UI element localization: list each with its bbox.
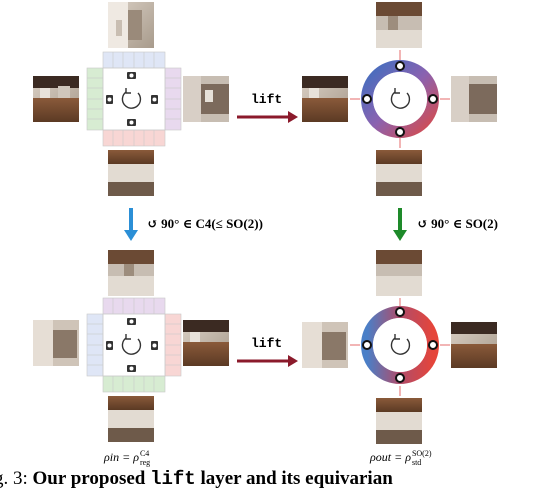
photo-bottom-left-north xyxy=(108,250,154,296)
top-right-cluster xyxy=(302,2,497,196)
photo-bottom-right-south xyxy=(376,398,422,444)
rotate-icon xyxy=(121,334,142,355)
rotate-icon xyxy=(121,88,142,109)
photo-top-right-west xyxy=(302,76,348,122)
photo-top-left-east xyxy=(183,76,229,122)
photo-bottom-right-north xyxy=(376,250,422,296)
rho-out-sub: std xyxy=(411,458,422,467)
c4-grid-top xyxy=(86,51,182,147)
camera-icon xyxy=(106,72,158,126)
photo-top-left-west xyxy=(33,76,79,122)
so2-ring-top xyxy=(350,50,450,148)
rho-out-main: ρout = ρ xyxy=(370,449,411,464)
caption-mono: lift xyxy=(150,468,196,490)
photo-top-right-north xyxy=(376,2,422,48)
sample-point xyxy=(362,61,438,137)
bottom-right-cluster xyxy=(302,250,497,444)
c4-grid-bottom xyxy=(86,297,182,393)
lift-arrow-bottom xyxy=(237,355,298,367)
bottom-left-cluster xyxy=(33,250,229,442)
caption-bold-b: layer and its equivarian xyxy=(195,468,393,489)
caption-prefix: g. 3: xyxy=(0,468,28,489)
figure-caption: g. 3: Our proposed lift layer and its eq… xyxy=(0,468,542,490)
rho-in-sup: C4 xyxy=(139,449,150,458)
photo-top-right-south xyxy=(376,150,422,196)
caption-bold-a: Our proposed xyxy=(32,468,151,489)
photo-top-left-north xyxy=(108,2,154,48)
sample-point xyxy=(362,307,438,383)
rho-in-sub: reg xyxy=(139,458,151,467)
photo-bottom-right-west xyxy=(302,322,348,368)
down-arrow-right xyxy=(393,208,407,241)
photo-bottom-left-west xyxy=(33,320,79,366)
operation-label-right: ↺ 90° ∈ SO(2) xyxy=(417,216,498,231)
photo-bottom-left-south xyxy=(108,396,154,442)
lift-label-bottom: lift xyxy=(251,336,283,351)
so2-ring-bottom xyxy=(350,298,450,396)
operation-label-left: ↺ 90° ∈ C4(≤ SO(2)) xyxy=(147,216,263,231)
down-arrow-left xyxy=(124,208,138,241)
photo-top-right-east xyxy=(451,76,497,122)
rotate-icon xyxy=(390,334,411,355)
rotate-icon xyxy=(390,88,411,109)
rho-out-sup: SO(2) xyxy=(411,449,432,458)
lift-label-top: lift xyxy=(251,92,283,107)
photo-bottom-left-east xyxy=(183,320,229,366)
top-left-cluster xyxy=(33,2,229,196)
photo-bottom-right-east xyxy=(451,322,497,368)
lift-arrow-top xyxy=(237,111,298,123)
camera-icon xyxy=(106,318,158,372)
rho-in-main: ρin = ρ xyxy=(104,449,139,464)
photo-top-left-south xyxy=(108,150,154,196)
